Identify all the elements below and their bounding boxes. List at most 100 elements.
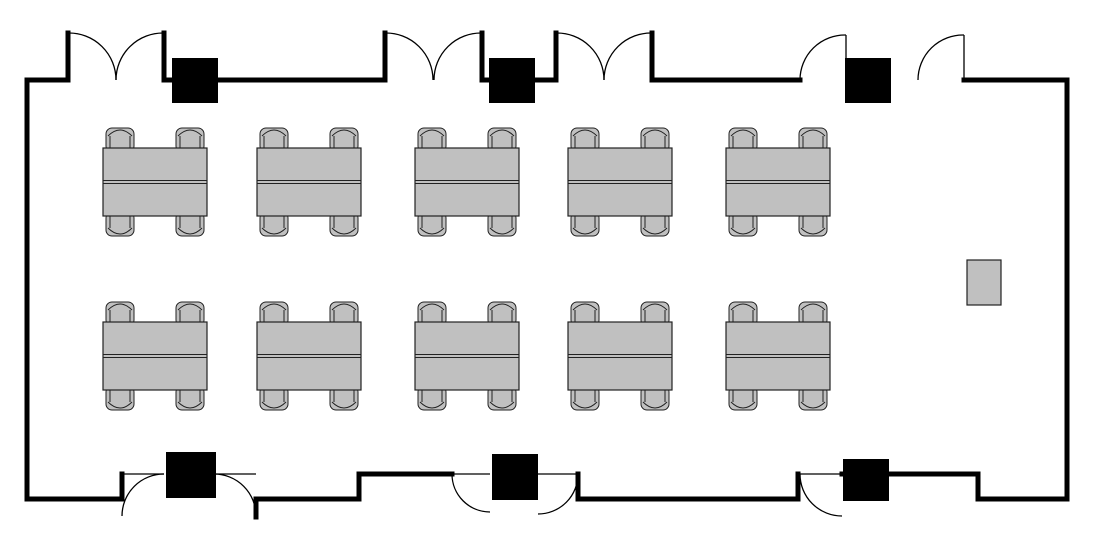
chair-back <box>730 401 756 409</box>
chair-back <box>261 129 287 137</box>
chair <box>487 301 517 327</box>
table-group <box>725 127 831 237</box>
podium-layer <box>966 259 1002 306</box>
chair-back <box>800 227 826 235</box>
columns-layer <box>166 58 891 501</box>
chair-back <box>730 303 756 311</box>
chair-back <box>642 401 668 409</box>
door-bottom-2 <box>213 473 257 517</box>
door-swing-arc <box>451 473 491 513</box>
door-top-8 <box>917 34 965 81</box>
chair-back <box>331 129 357 137</box>
door-top-6 <box>603 32 653 81</box>
classroom-table <box>414 147 520 217</box>
chair <box>728 301 758 327</box>
chair <box>175 211 205 237</box>
chair-back <box>642 303 668 311</box>
classroom-table <box>102 321 208 391</box>
chair-back <box>800 129 826 137</box>
chair-back <box>331 227 357 235</box>
door-bottom-1 <box>121 473 165 517</box>
classroom-table <box>725 147 831 217</box>
chair-back <box>107 227 133 235</box>
door-top-2 <box>115 32 165 81</box>
chair-back <box>419 129 445 137</box>
chair-back <box>419 401 445 409</box>
chair <box>329 211 359 237</box>
chair <box>417 211 447 237</box>
table-group <box>256 127 362 237</box>
chair <box>417 385 447 411</box>
chair <box>105 385 135 411</box>
chair <box>728 211 758 237</box>
chair-back <box>177 227 203 235</box>
door-bottom-4 <box>537 473 579 515</box>
classroom-table <box>256 147 362 217</box>
doors-layer <box>67 32 965 517</box>
podium-lectern <box>966 259 1002 306</box>
structural-column <box>489 58 535 103</box>
structural-column <box>492 454 538 500</box>
door-top-4 <box>433 32 483 81</box>
chair <box>487 127 517 153</box>
chair-back <box>489 227 515 235</box>
classroom-furniture-layer <box>102 127 831 411</box>
chair-back <box>107 129 133 137</box>
table-group <box>102 301 208 411</box>
door-swing-arc <box>603 32 653 81</box>
chair <box>329 127 359 153</box>
chair-back <box>572 129 598 137</box>
chair-back <box>730 129 756 137</box>
door-top-3 <box>384 32 434 81</box>
table-group <box>102 127 208 237</box>
chair-back <box>572 303 598 311</box>
door-swing-arc <box>121 473 165 517</box>
chair <box>259 301 289 327</box>
chair <box>570 127 600 153</box>
door-top-1 <box>67 32 117 81</box>
table-group <box>414 127 520 237</box>
chair-back <box>419 227 445 235</box>
door-bottom-5 <box>799 473 843 517</box>
structural-column <box>843 459 889 501</box>
door-swing-arc <box>799 473 843 517</box>
chair <box>329 385 359 411</box>
door-swing-arc <box>799 34 847 81</box>
door-bottom-3 <box>451 473 491 513</box>
chair-back <box>730 227 756 235</box>
door-swing-arc <box>213 473 257 517</box>
chair <box>105 301 135 327</box>
door-top-7 <box>799 34 847 81</box>
chair-back <box>331 303 357 311</box>
chair-back <box>261 303 287 311</box>
chair <box>728 385 758 411</box>
chair-back <box>800 401 826 409</box>
chair-back <box>642 227 668 235</box>
door-swing-arc <box>433 32 483 81</box>
chair-back <box>107 303 133 311</box>
classroom-table <box>102 147 208 217</box>
chair-back <box>177 129 203 137</box>
chair-back <box>489 129 515 137</box>
chair <box>417 127 447 153</box>
chair-back <box>572 227 598 235</box>
chair-back <box>177 401 203 409</box>
door-top-5 <box>555 32 605 81</box>
classroom-table <box>725 321 831 391</box>
chair-back <box>489 303 515 311</box>
table-group <box>414 301 520 411</box>
table-group <box>725 301 831 411</box>
door-swing-arc <box>67 32 117 81</box>
chair-back <box>489 401 515 409</box>
chair-back <box>177 303 203 311</box>
chair-back <box>261 227 287 235</box>
classroom-table <box>256 321 362 391</box>
chair <box>640 127 670 153</box>
classroom-table <box>567 321 673 391</box>
door-swing-arc <box>537 473 579 515</box>
chair-back <box>642 129 668 137</box>
structural-column <box>845 58 891 103</box>
wall-bottom <box>24 471 1070 520</box>
door-swing-arc <box>384 32 434 81</box>
